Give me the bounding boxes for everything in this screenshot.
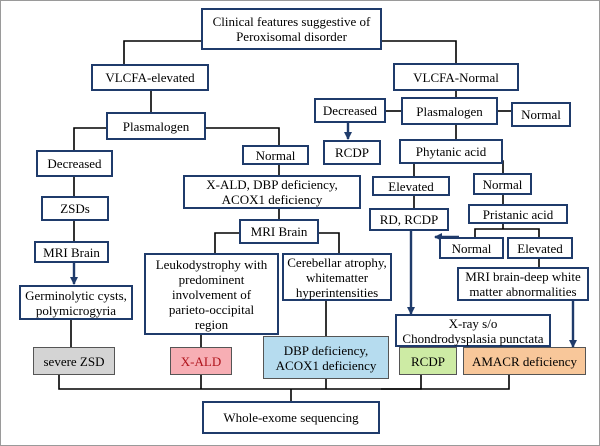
rd-rcdp-box: RD, RCDP	[369, 208, 449, 231]
leukodystrophy-box: Leukodystrophy with predominent involvem…	[144, 253, 279, 335]
plasmalogen-right-box: Plasmalogen	[401, 97, 498, 125]
elevated-phytanic-box: Elevated	[372, 176, 450, 196]
decreased-right-box: Decreased	[314, 98, 386, 123]
severe-zsd-box: severe ZSD	[33, 347, 115, 375]
connector-lines	[58, 40, 540, 401]
normal-pristanic-box: Normal	[439, 237, 504, 259]
rcdp-top-box: RCDP	[323, 140, 381, 165]
decreased-left-box: Decreased	[36, 150, 113, 177]
phytanic-acid-box: Phytanic acid	[399, 139, 503, 164]
clinical-features-box: Clinical features suggestive of Peroxiso…	[201, 8, 382, 50]
pristanic-acid-box: Pristanic acid	[468, 204, 568, 224]
elevated-pristanic-box: Elevated	[507, 237, 573, 259]
xald-dbp-acox1-box: X-ALD, DBP deficiency, ACOX1 deficiency	[183, 175, 361, 209]
cerebellar-atrophy-box: Cerebellar atrophy, whitematter hyperint…	[282, 253, 392, 301]
mri-deep-white-matter-box: MRI brain-deep white matter abnormalitie…	[457, 267, 589, 301]
amacr-deficiency-box: AMACR deficiency	[463, 347, 586, 375]
mri-brain-left-box: MRI Brain	[34, 241, 109, 263]
plasmalogen-left-box: Plasmalogen	[106, 112, 206, 140]
xald-box: X-ALD	[170, 347, 232, 375]
dbp-acox1-deficiency-box: DBP deficiency, ACOX1 deficiency	[263, 336, 389, 379]
xray-chondrodysplasia-box: X-ray s/o Chondrodysplasia punctata	[395, 314, 551, 347]
germinolytic-cysts-box: Germinolytic cysts, polymicrogyria	[19, 285, 133, 320]
mri-brain-center-box: MRI Brain	[239, 219, 319, 244]
rcdp-bottom-box: RCDP	[399, 347, 457, 375]
whole-exome-sequencing-box: Whole-exome sequencing	[202, 401, 380, 434]
zsds-box: ZSDs	[41, 196, 109, 221]
vlcfa-normal-box: VLCFA-Normal	[393, 63, 519, 91]
normal-right-top-box: Normal	[511, 102, 571, 127]
normal-phytanic-box: Normal	[473, 173, 532, 195]
vlcfa-elevated-box: VLCFA-elevated	[91, 64, 209, 91]
normal-left-box: Normal	[242, 145, 309, 165]
